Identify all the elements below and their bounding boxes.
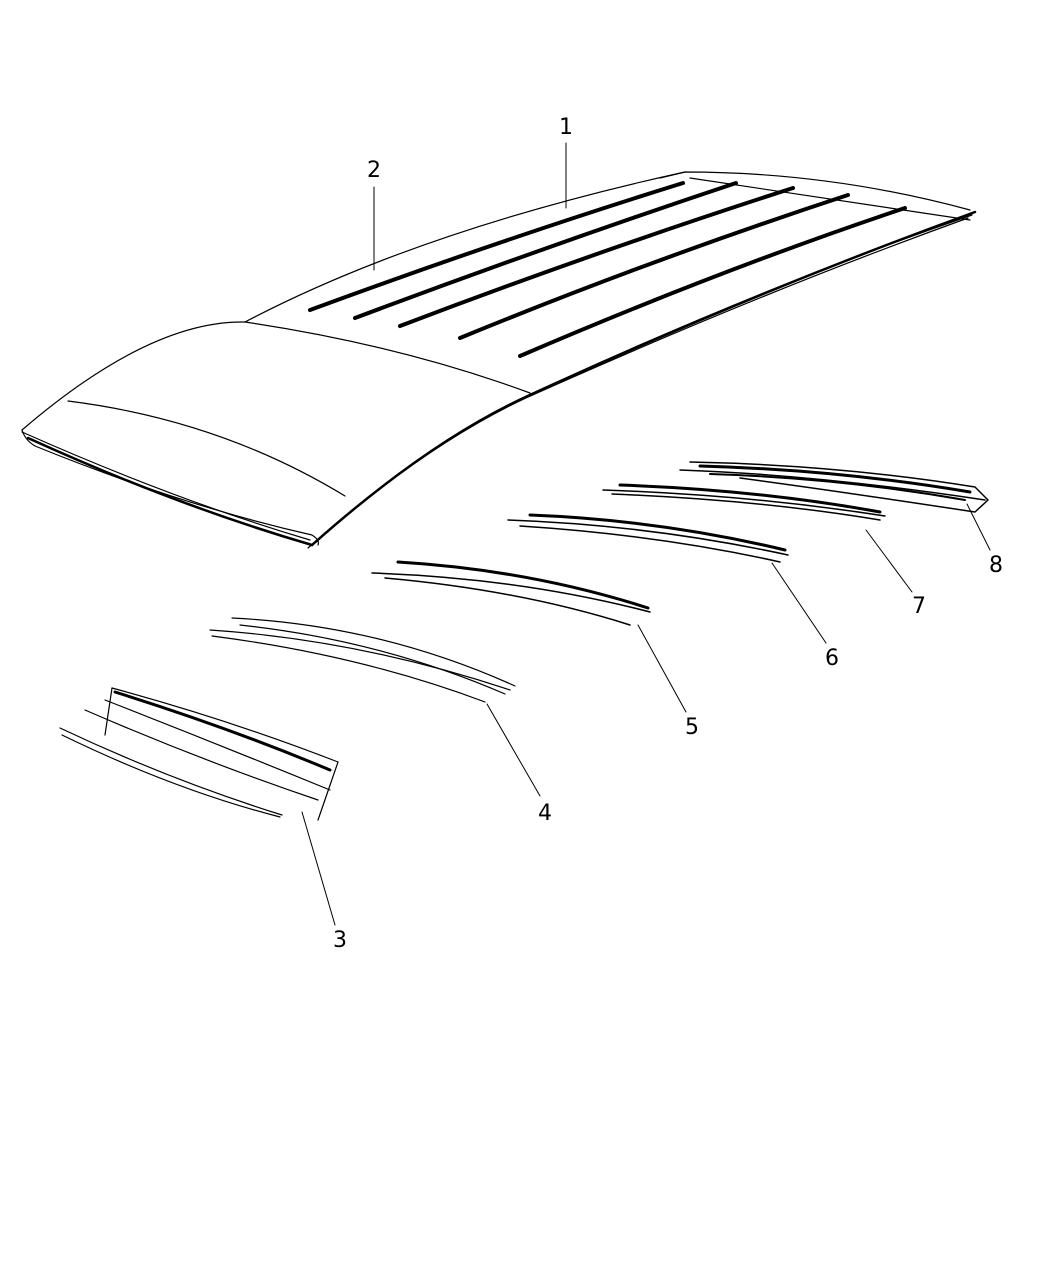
callout-8: 8 (989, 553, 1003, 578)
callout-1: 1 (559, 115, 573, 140)
roof-ribs (308, 181, 907, 358)
callout-5: 5 (685, 715, 699, 740)
callout-4: 4 (538, 801, 552, 826)
roof-bow-4 (209, 617, 516, 703)
roof-bow-7 (602, 483, 886, 521)
callout-7: 7 (912, 594, 926, 619)
leader-lines (301, 142, 991, 926)
callout-3: 3 (333, 928, 347, 953)
front-header-bow (59, 687, 339, 821)
callout-2: 2 (367, 158, 381, 183)
roof-bow-6 (507, 513, 789, 563)
roof-bow-5 (371, 560, 651, 626)
roof-panel (21, 171, 977, 549)
rear-header-bow (679, 461, 989, 513)
callout-6: 6 (825, 646, 839, 671)
